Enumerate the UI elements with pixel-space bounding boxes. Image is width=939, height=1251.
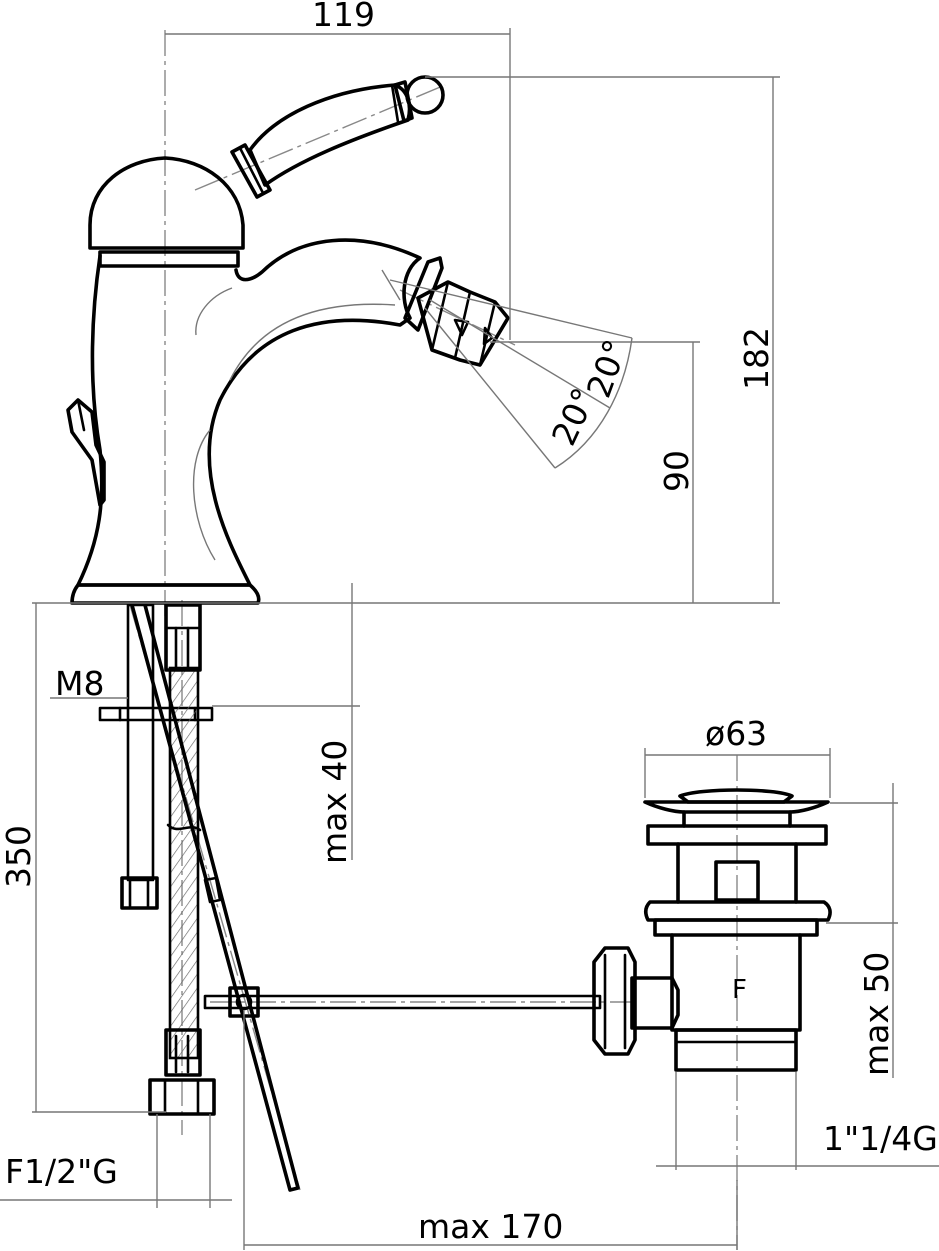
dim-max-thickness: max 40 <box>315 740 354 864</box>
center-lines <box>129 30 738 1250</box>
dim-width-top: 119 <box>312 0 375 34</box>
handle <box>230 75 445 199</box>
supply-tube <box>120 603 159 910</box>
braided-hose <box>148 603 216 1116</box>
dim-waste-height: max 50 <box>857 952 896 1076</box>
dim-waste-diameter: ø63 <box>705 714 767 753</box>
dim-waste-thread: 1"1/4G <box>823 1119 938 1158</box>
dim-rod-thread: M8 <box>55 664 104 703</box>
dim-rod-length: max 170 <box>418 1207 563 1246</box>
waste-drain <box>592 788 832 1072</box>
spray-angle <box>381 269 633 469</box>
waste-marking: F <box>732 975 747 1005</box>
dim-hose-length: 350 <box>0 825 38 888</box>
pull-rod <box>130 603 300 1192</box>
dimension-lines <box>0 28 939 1250</box>
dim-height-spout: 90 <box>657 450 696 492</box>
dim-inlet-thread: F1/2"G <box>5 1152 118 1191</box>
spray-head <box>403 256 510 367</box>
mixer-body <box>66 156 422 605</box>
dim-height-total: 182 <box>737 327 776 390</box>
